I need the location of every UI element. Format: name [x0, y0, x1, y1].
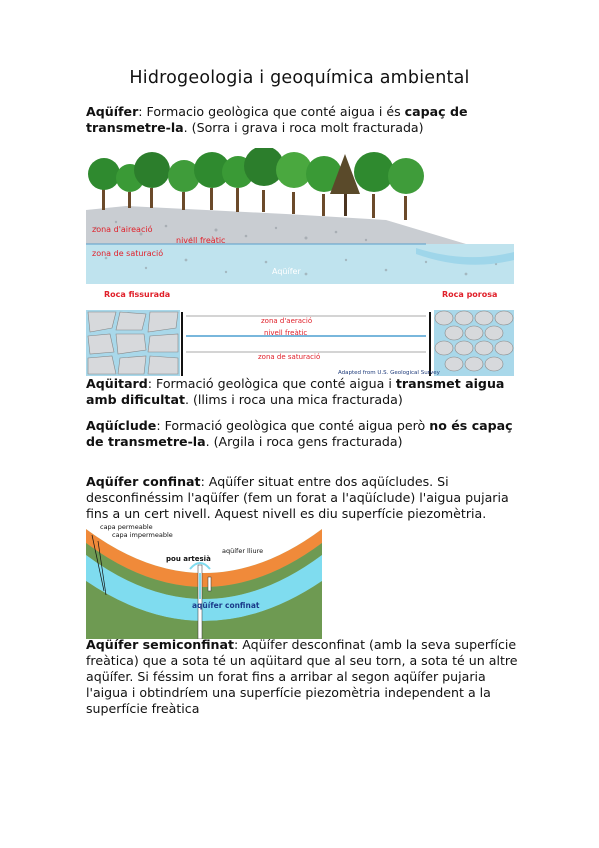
aquitard-definition: Aqüitard: Formació geològica que conté a…: [86, 376, 526, 408]
label-nivell-freatic-1: nivell freàtic: [176, 236, 225, 245]
aquiclude-text-strong: no és capaç de transmetre-la: [86, 418, 513, 449]
label-roca-porosa: Roca porosa: [442, 290, 497, 299]
label-zona-aireacio: zona d'aireació: [92, 224, 153, 234]
aquiclude-text-post: . (Argila i roca gens fracturada): [205, 434, 403, 449]
term-aquitard: Aqüitard: [86, 376, 148, 391]
confined-aquifer-definition: Aqüífer confinat: Aqüífer situat entre d…: [86, 474, 526, 522]
figure-confined-aquifer: capa permeable capa impermeable aqüífer …: [86, 521, 322, 639]
semiconfined-aquifer-definition: Aqüífer semiconfinat: Aqüífer desconfina…: [86, 637, 526, 717]
aquitard-text-pre: : Formació geològica que conté aigua i: [147, 376, 396, 391]
aquiclude-text-pre: : Formació geològica que conté aigua per…: [156, 418, 430, 433]
label-roca-fissurada: Roca fissurada: [104, 290, 170, 299]
term-aquifer-semiconfinat: Aqüífer semiconfinat: [86, 637, 235, 652]
aquifer-text-pre: : Formacio geològica que conté aigua i é…: [138, 104, 405, 119]
label-aquifer-1: Aqüífer: [272, 267, 301, 276]
label-zona-saturacio-1: zona de saturació: [92, 248, 163, 258]
aquitard-text-post: . (llims i roca una mica fracturada): [184, 392, 403, 407]
figure-credit: Adapted from U.S. Geological Survey: [338, 370, 441, 376]
term-aquifer: Aqüífer: [86, 104, 139, 119]
label-aquifer-confinat: aqüífer confinat: [192, 601, 260, 610]
aquifer-definition: Aqüífer: Formacio geològica que conté ai…: [86, 104, 526, 136]
aquiclude-definition: Aqüíclude: Formació geològica que conté …: [86, 418, 526, 450]
label-capa-permeable: capa permeable: [100, 523, 153, 531]
figure-landscape-aquifer: zona d'aireació nivell freàtic zona de s…: [86, 148, 514, 284]
label-pou-artesia: pou artesià: [166, 555, 211, 563]
label-nivell-freatic-2: nivell freàtic: [264, 329, 307, 337]
aquifer-text-strong: capaç de transmetre-la: [86, 104, 468, 135]
figure-rock-types: Roca fissurada Roca porosa zona d'aeraci…: [86, 288, 514, 378]
aquifer-text-post: . (Sorra i grava i roca molt fracturada): [183, 120, 424, 135]
aquitard-text-strong: transmet aigua amb dificultat: [86, 376, 505, 407]
label-capa-impermeable: capa impermeable: [112, 531, 173, 539]
label-aquifer-lliure: aqüífer lliure: [222, 547, 263, 555]
page-title: Hidrogeologia i geoquímica ambiental: [129, 68, 470, 88]
label-zona-saturacio-2: zona de saturació: [258, 353, 320, 361]
term-aquiclude: Aqüíclude: [86, 418, 157, 433]
label-zona-aeracio: zona d'aeració: [261, 317, 312, 325]
semiconfinat-text: : Aqüífer desconfinat (amb la seva super…: [86, 637, 518, 716]
confinat-text: : Aqüífer situat entre dos aqüícludes. S…: [86, 474, 509, 521]
term-aquifer-confinat: Aqüífer confinat: [86, 474, 201, 489]
